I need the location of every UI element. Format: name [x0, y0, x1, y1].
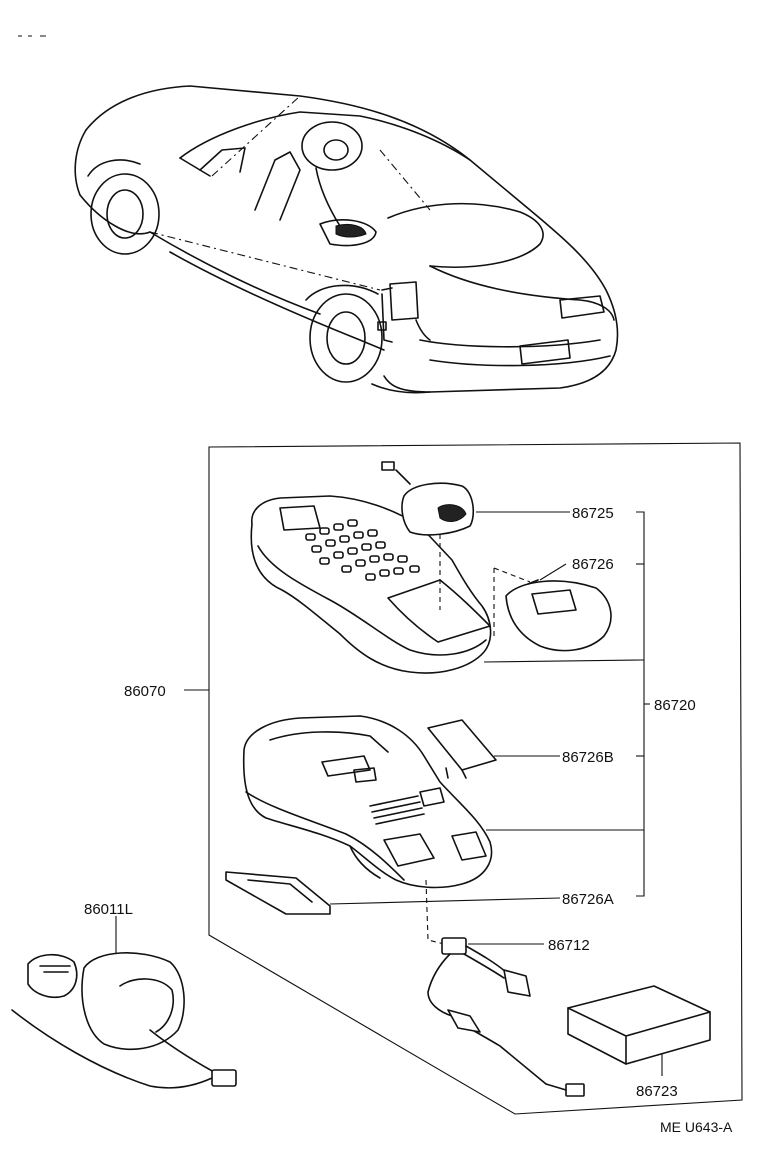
cradle-lower: [242, 715, 493, 889]
unit-86723: [567, 985, 711, 1065]
leader-lines: [115, 511, 663, 1076]
label-86726: 86726: [572, 556, 614, 573]
label-86011L: 86011L: [84, 901, 133, 918]
label-86726B: 86726B: [562, 749, 614, 766]
harness-86712: [425, 879, 585, 1097]
car-illustration: [18, 35, 619, 394]
pad-86726: [493, 567, 612, 652]
label-86070: 86070: [124, 683, 166, 700]
earpiece-86725: [381, 461, 475, 610]
bracket-86726B: [427, 719, 497, 779]
label-86725: 86725: [572, 505, 614, 522]
plate-86726A: [225, 871, 331, 915]
label-86723: 86723: [636, 1083, 678, 1100]
reference-code: ME U643-A: [660, 1119, 733, 1135]
antenna-86011L: [11, 952, 237, 1089]
label-86720: 86720: [654, 697, 696, 714]
label-86726A: 86726A: [562, 891, 614, 908]
handset-upper: [250, 495, 492, 674]
label-86712: 86712: [548, 937, 590, 954]
assembly-frame: [208, 442, 743, 1115]
